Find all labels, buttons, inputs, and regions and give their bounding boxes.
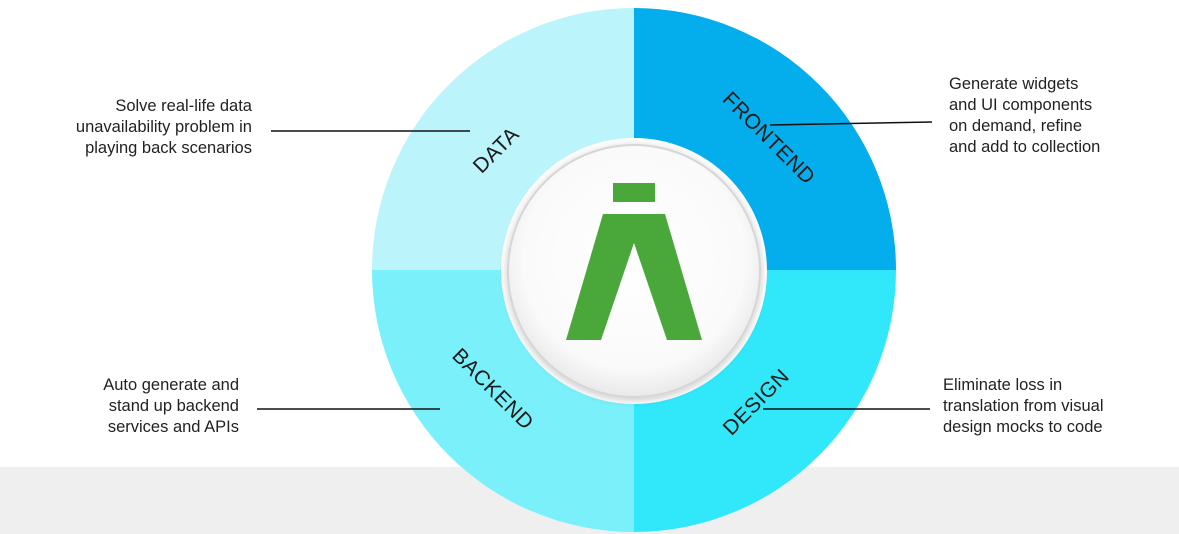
description-line: on demand, refine <box>949 117 1083 135</box>
description-design: Eliminate loss in translation from visua… <box>943 375 1103 438</box>
connector-frontend <box>769 121 933 126</box>
description-line: unavailability problem in <box>75 118 252 136</box>
description-line: services and APIs <box>107 418 239 436</box>
description-line: playing back scenarios <box>85 139 252 157</box>
description-backend: Auto generate and stand up backend servi… <box>103 375 239 438</box>
description-line: Solve real-life data <box>115 97 252 115</box>
description-line: and UI components <box>949 96 1093 114</box>
description-line: Generate widgets <box>949 75 1079 93</box>
description-line: translation from visual <box>943 397 1104 415</box>
description-line: stand up backend <box>108 397 239 415</box>
description-line: Auto generate and <box>103 376 239 394</box>
description-line: and add to collection <box>949 138 1101 156</box>
hub <box>507 144 761 398</box>
description-data: Solve real-life data unavailability prob… <box>76 96 252 159</box>
description-line: Eliminate loss in <box>943 376 1063 394</box>
description-line: design mocks to code <box>943 418 1103 436</box>
description-frontend: Generate widgets and UI components on de… <box>949 74 1100 158</box>
lambda-logo-icon <box>566 183 702 340</box>
